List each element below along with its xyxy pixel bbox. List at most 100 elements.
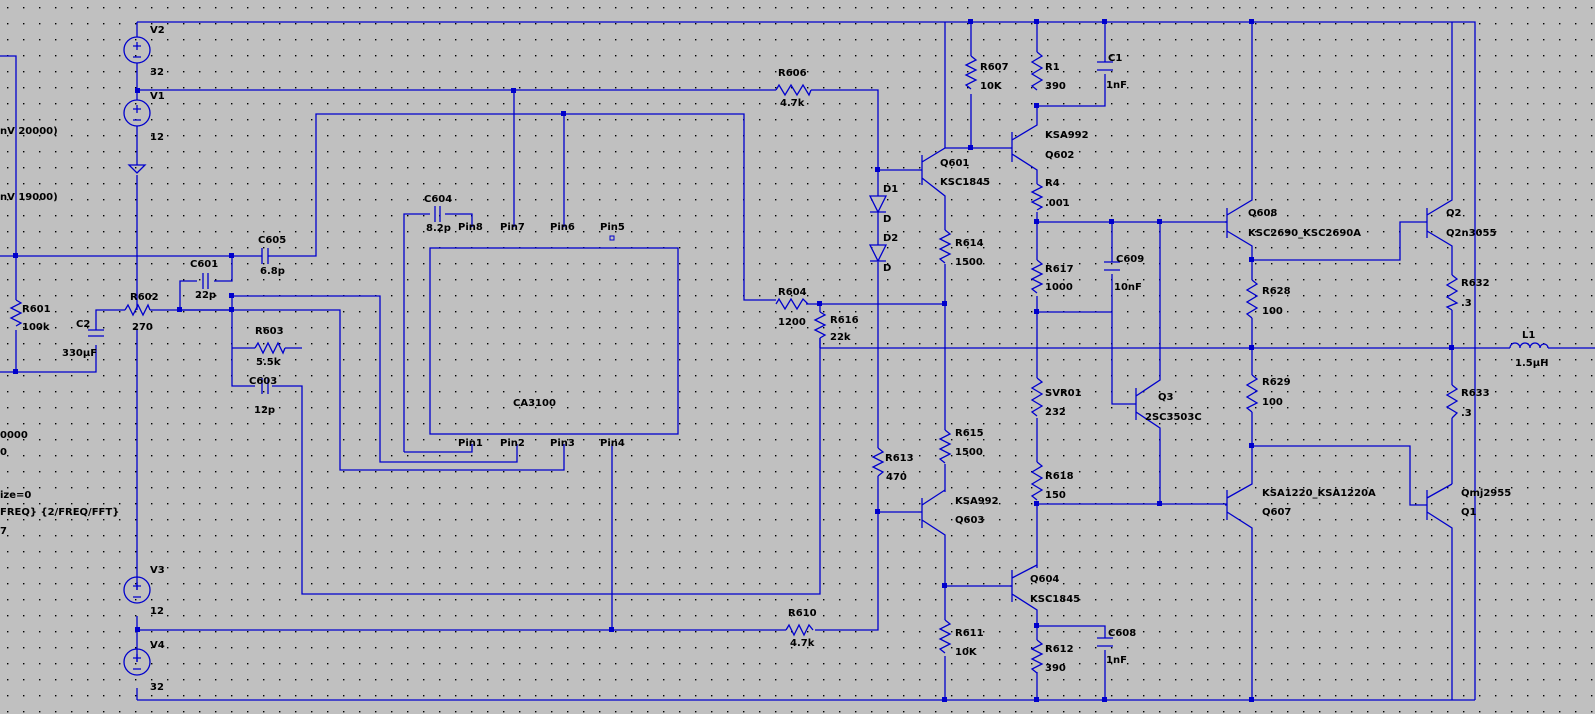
- labels: V2 32 V1 12 V3 12 V4 32 nV 20000) nV 190…: [0, 25, 1548, 693]
- r606-value: 4.7k: [780, 98, 805, 109]
- v1-value: 12: [150, 132, 164, 143]
- pin4-label: Pin4: [600, 438, 625, 449]
- r607-symbol: [964, 55, 978, 90]
- left-text-1: nV 20000): [0, 126, 58, 137]
- c2-value: 330µF: [62, 348, 97, 359]
- r633-symbol: [1445, 384, 1459, 419]
- svr01-symbol: [1030, 377, 1044, 417]
- q603-value: Q603: [955, 515, 984, 526]
- r628-value: 100: [1262, 306, 1283, 317]
- q603-label: KSA992: [955, 496, 999, 507]
- r612-label: R612: [1045, 644, 1074, 655]
- d2-label: D2: [883, 233, 898, 244]
- c605-label: C605: [258, 235, 286, 246]
- capacitor-symbols: [88, 61, 1120, 647]
- v4-source-symbol[interactable]: [123, 648, 151, 676]
- left-text-5: ize=0: [0, 490, 31, 501]
- q608-value: KSC2690_KSC2690A: [1248, 228, 1361, 239]
- r606-label: R606: [778, 68, 807, 79]
- c604-symbol: [434, 206, 441, 222]
- c2-label: C2: [76, 319, 90, 330]
- r612-symbol: [1030, 639, 1044, 674]
- pin7-label: Pin7: [500, 222, 525, 233]
- q3-value: 2SC3503C: [1145, 412, 1202, 423]
- q602-value: Q602: [1045, 150, 1074, 161]
- r616-symbol: [813, 311, 827, 339]
- v1-label: V1: [150, 91, 165, 102]
- r602-symbol: [124, 303, 151, 317]
- r1-symbol: [1030, 51, 1044, 91]
- r628-label: R628: [1262, 286, 1291, 297]
- svr01-value: 232: [1045, 407, 1066, 418]
- c605-symbol: [261, 248, 280, 264]
- r602-label: R602: [130, 292, 159, 303]
- r633-value: .3: [1461, 408, 1472, 419]
- d2-value: D: [883, 263, 891, 274]
- r615-symbol: [938, 429, 952, 464]
- q1-label: Qmj2955: [1461, 488, 1511, 499]
- pin6-label: Pin6: [550, 222, 575, 233]
- left-text-4: 0: [0, 447, 7, 458]
- r4-symbol: [1030, 183, 1044, 211]
- q601-label: Q601: [940, 158, 969, 169]
- v4-value: 32: [150, 682, 164, 693]
- r628-symbol: [1245, 279, 1259, 319]
- c1-label: C1: [1108, 53, 1122, 64]
- r1-label: R1: [1045, 62, 1060, 73]
- left-text-2: nV 19000): [0, 192, 58, 203]
- ca3100-ic-box[interactable]: [429, 247, 679, 435]
- left-text-3: 0000: [0, 430, 28, 441]
- c604-value: 8.2p: [426, 223, 451, 234]
- pin5-marker: [609, 235, 615, 241]
- q2-label: Q2: [1446, 208, 1462, 219]
- v2-source-symbol[interactable]: [123, 36, 151, 64]
- ground-icon: [127, 164, 147, 174]
- c609-label: C609: [1116, 254, 1144, 265]
- c605-value: 6.8p: [260, 266, 285, 277]
- q607-label: KSA1220_KSA1220A: [1262, 488, 1376, 499]
- r606-symbol: [775, 83, 812, 97]
- q601-value: KSC1845: [940, 177, 990, 188]
- r632-symbol: [1445, 274, 1459, 311]
- q608-label: Q608: [1248, 208, 1277, 219]
- transistor-symbols: [918, 147, 1427, 587]
- c601-label: C601: [190, 259, 218, 270]
- q2-value: Q2n3055: [1446, 228, 1496, 239]
- r632-value: .3: [1461, 298, 1472, 309]
- r611-symbol: [938, 619, 952, 654]
- r616-label: R616: [830, 315, 859, 326]
- r611-value: 10K: [955, 647, 978, 658]
- v3-source-symbol[interactable]: [123, 576, 151, 604]
- r607-label: R607: [980, 62, 1009, 73]
- r629-label: R629: [1262, 377, 1291, 388]
- ic-label: CA3100: [513, 398, 556, 409]
- r615-value: 1500: [955, 447, 983, 458]
- l1-label: L1: [1522, 330, 1535, 341]
- r601-label: R601: [22, 304, 51, 315]
- c603-label: C603: [249, 376, 277, 387]
- svr01-label: SVR01: [1045, 388, 1082, 399]
- c608-symbol: [1097, 637, 1113, 647]
- r613-label: R613: [885, 453, 914, 464]
- r618-value: 150: [1045, 490, 1066, 501]
- r610-symbol: [785, 623, 814, 637]
- r603-value: 5.5k: [256, 357, 281, 368]
- c608-value: 1nF: [1106, 655, 1127, 666]
- pin5-label: Pin5: [600, 222, 625, 233]
- r601-symbol: [9, 299, 23, 327]
- r607-value: 10K: [980, 81, 1003, 92]
- c603-symbol: [261, 378, 269, 394]
- c608-label: C608: [1108, 628, 1136, 639]
- d1-label: D1: [883, 184, 898, 195]
- c1-value: 1nF: [1106, 80, 1127, 91]
- r604-label: R604: [778, 287, 807, 298]
- r1-value: 390: [1045, 81, 1066, 92]
- r611-label: R611: [955, 628, 984, 639]
- v2-label: V2: [150, 25, 165, 36]
- v1-source-symbol[interactable]: [123, 99, 151, 127]
- r617-label: R617: [1045, 264, 1074, 275]
- q604-value: KSC1845: [1030, 594, 1080, 605]
- r602-value: 270: [132, 322, 153, 333]
- r617-symbol: [1030, 259, 1044, 294]
